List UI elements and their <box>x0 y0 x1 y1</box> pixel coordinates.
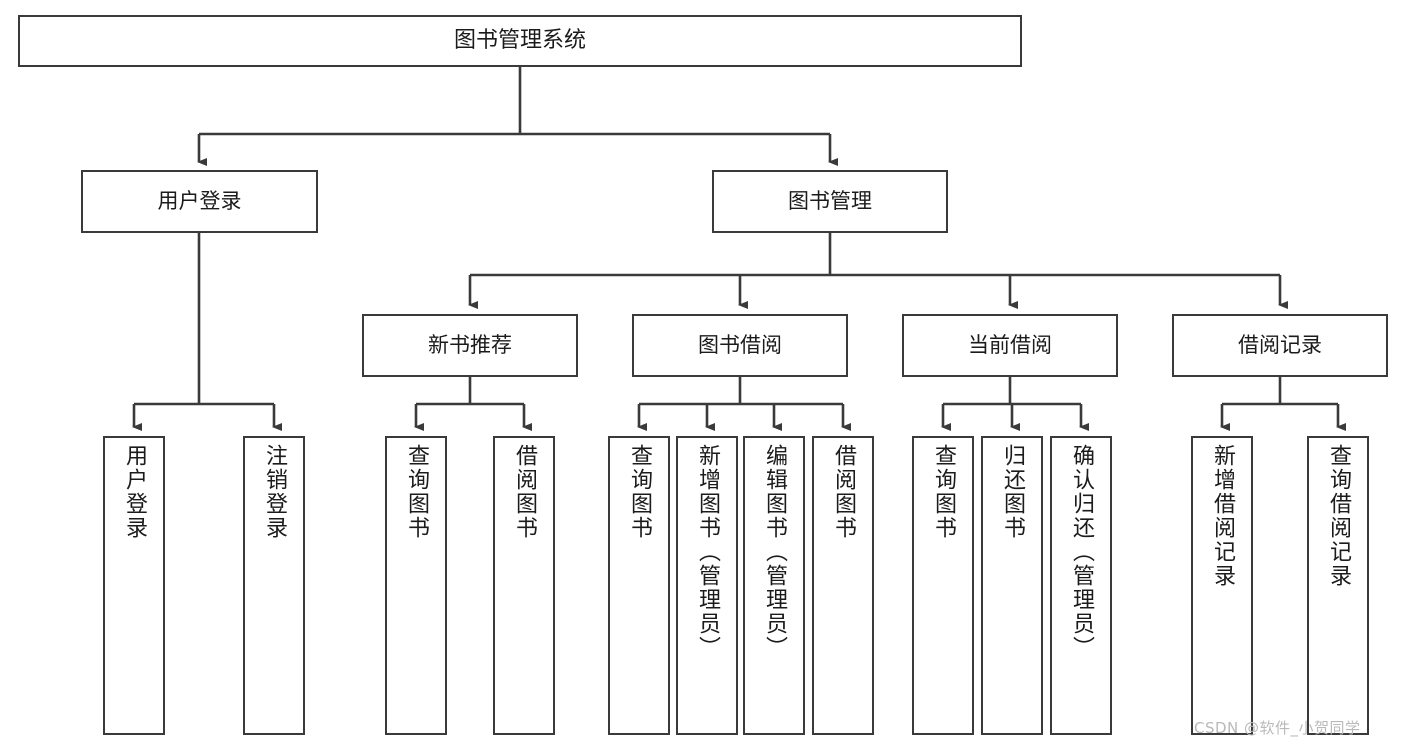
leaf-add-book-admin[interactable]: 新增图书（管理员） <box>676 436 738 735</box>
leaf-logout[interactable]: 注销登录 <box>243 436 305 735</box>
node-label: 用户登录 <box>122 444 147 540</box>
node-label: 图书管理系统 <box>453 28 586 54</box>
leaf-query-borrow-record[interactable]: 查询借阅记录 <box>1307 436 1369 735</box>
node-label: 注销登录 <box>262 444 287 540</box>
leaf-add-borrow-record[interactable]: 新增借阅记录 <box>1191 436 1253 735</box>
node-label: 查询借阅记录 <box>1326 444 1351 588</box>
csdn-watermark: CSDN @软件_小贺同学 <box>1194 719 1361 737</box>
node-label: 查询图书 <box>931 444 956 540</box>
node-label: 借阅记录 <box>1238 333 1322 358</box>
node-book-borrow[interactable]: 图书借阅 <box>632 314 848 377</box>
leaf-return-book[interactable]: 归还图书 <box>981 436 1043 735</box>
node-user-login[interactable]: 用户登录 <box>81 170 318 233</box>
node-label: 借阅图书 <box>512 444 537 540</box>
leaf-borrow-book[interactable]: 借阅图书 <box>812 436 874 735</box>
leaf-query-book-current[interactable]: 查询图书 <box>912 436 974 735</box>
leaf-borrow-book-recommend[interactable]: 借阅图书 <box>493 436 555 735</box>
leaf-query-book-borrow[interactable]: 查询图书 <box>608 436 670 735</box>
node-book-management[interactable]: 图书管理 <box>712 170 948 233</box>
node-root-book-management-system[interactable]: 图书管理系统 <box>18 15 1022 67</box>
node-current-borrow[interactable]: 当前借阅 <box>902 314 1118 377</box>
node-label: 图书管理 <box>788 189 872 214</box>
node-new-book-recommend[interactable]: 新书推荐 <box>362 314 578 377</box>
leaf-query-book-recommend[interactable]: 查询图书 <box>385 436 447 735</box>
node-label: 新书推荐 <box>428 333 512 358</box>
node-label: 查询图书 <box>627 444 652 540</box>
leaf-user-login[interactable]: 用户登录 <box>103 436 165 735</box>
node-borrow-record[interactable]: 借阅记录 <box>1172 314 1388 377</box>
leaf-confirm-return-admin[interactable]: 确认归还（管理员） <box>1050 436 1112 735</box>
node-label: 确认归还（管理员） <box>1069 444 1094 660</box>
leaf-edit-book-admin[interactable]: 编辑图书（管理员） <box>743 436 805 735</box>
node-label: 当前借阅 <box>968 333 1052 358</box>
node-label: 归还图书 <box>1000 444 1025 540</box>
node-label: 编辑图书（管理员） <box>762 444 787 660</box>
node-label: 用户登录 <box>157 189 242 214</box>
node-label: 查询图书 <box>404 444 429 540</box>
node-label: 新增借阅记录 <box>1210 444 1235 588</box>
node-label: 新增图书（管理员） <box>695 444 720 660</box>
node-label: 借阅图书 <box>831 444 856 540</box>
node-label: 图书借阅 <box>698 333 782 358</box>
